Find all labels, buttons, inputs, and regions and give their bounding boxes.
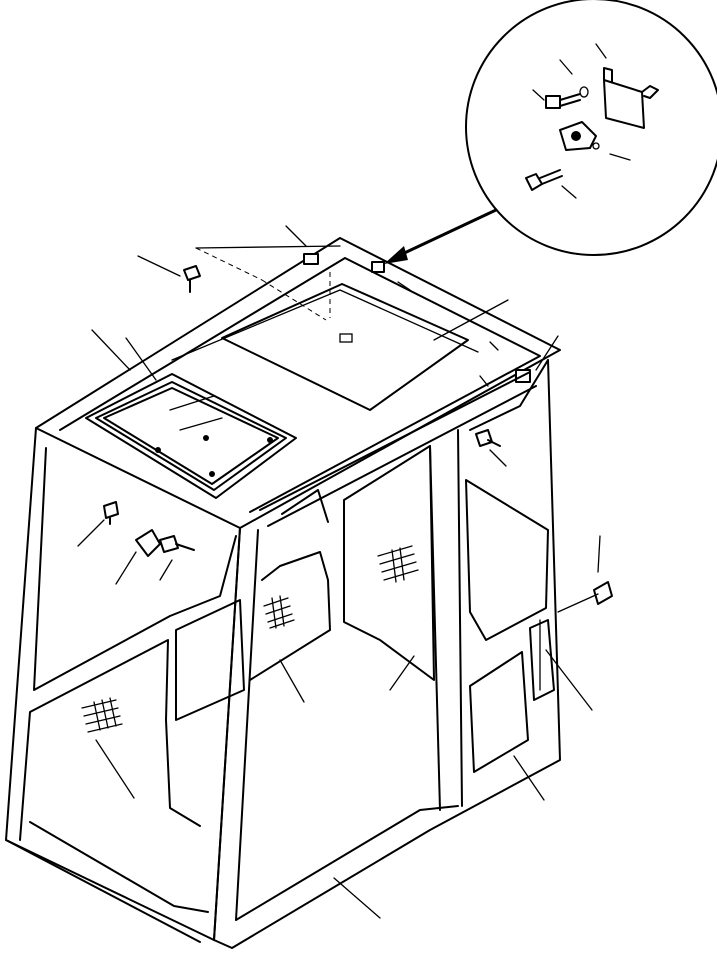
inset-bolt-upper (545, 86, 589, 109)
roof-window-frame (85, 373, 297, 499)
side-panel (469, 651, 529, 773)
cab-body (5, 359, 561, 949)
latch-bracket (135, 529, 161, 557)
hinge-plate (529, 619, 555, 701)
detail-arrow (384, 208, 498, 264)
bolt-roof-left (183, 265, 201, 293)
roof-panel (221, 283, 469, 411)
detail-inset (465, 0, 717, 256)
bolt-right-pillar (475, 429, 501, 447)
inset-bolt-lower (525, 169, 563, 191)
leader-lines (77, 225, 601, 919)
fasteners (103, 265, 613, 605)
roof-bracket-left (303, 253, 319, 265)
cab-roof (35, 237, 561, 529)
detail-circle (465, 0, 717, 256)
inset-bracket-plate (603, 79, 645, 129)
bolt-rear-right (593, 581, 613, 605)
bolt-front-pillar (103, 501, 119, 525)
bolt-front-latch (159, 535, 195, 553)
roof-bracket-rear (371, 261, 385, 273)
mesh-marks (81, 545, 419, 733)
